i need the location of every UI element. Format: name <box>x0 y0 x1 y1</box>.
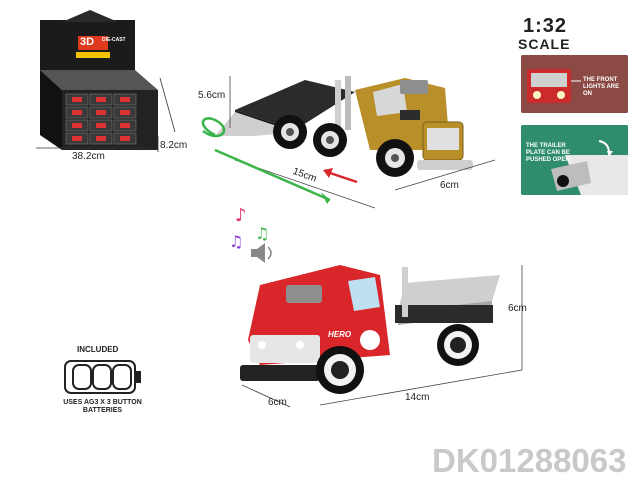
push-arrow-icon <box>607 151 613 157</box>
box-width-dimension: 38.2cm <box>72 151 105 162</box>
sku-code: DK01288063 <box>432 442 627 479</box>
red-truck-width-dimension: 6cm <box>268 397 287 408</box>
gold-truck-height-dimension: 5.6cm <box>198 90 226 101</box>
batteries-note: USES AG3 X 3 BUTTON BATTERIES <box>63 399 142 414</box>
red-direction-arrow-icon <box>323 168 358 184</box>
gold-truck-figure: 5.6cm 15cm 6cm <box>195 40 515 215</box>
red-truck-figure: HERO 6cm 14cm 6cm <box>230 245 535 415</box>
svg-text:♫: ♫ <box>229 232 243 251</box>
red-truck-height-dimension: 6cm <box>508 303 527 314</box>
scale-word: SCALE <box>518 36 571 52</box>
sound-icons: ♪ ♫ ♫ <box>229 205 272 263</box>
trailer-plate-callout: THE TRAILER PLATE CAN BE PUSHED OPEN <box>521 125 628 195</box>
motion-arrow-icon <box>201 117 331 204</box>
gold-truck-width-dimension: 6cm <box>440 180 459 191</box>
red-truck-illustration <box>240 265 523 408</box>
red-truck-wheels <box>316 324 479 394</box>
svg-text:♪: ♪ <box>235 205 247 226</box>
display-box-figure: 3D DIE-CAST 38.2cm 38.5cm 8.2cm <box>0 0 190 170</box>
box-brand-label: 3D <box>80 36 95 48</box>
gold-truck-wheels <box>273 115 414 177</box>
trailer-plate-text: THE TRAILER PLATE CAN BE PUSHED OPEN <box>526 143 570 163</box>
display-box-illustration <box>36 10 176 152</box>
box-height-dimension: 8.2cm <box>160 140 188 151</box>
red-truck-badge: HERO <box>328 330 352 339</box>
trailer-plate-illustration <box>521 125 628 195</box>
battery-icon <box>64 360 141 394</box>
music-note-icon: ♪ ♫ ♫ <box>229 205 269 251</box>
batteries-title: INCLUDED <box>77 345 119 354</box>
svg-text:♫: ♫ <box>255 224 269 243</box>
front-lights-text: THE FRONT LIGHTS ARE ON <box>583 77 620 97</box>
batteries-included-panel: INCLUDED USES AG3 X 3 BUTTON BATTERIES <box>55 345 155 425</box>
sound-speaker-icon <box>251 243 272 263</box>
box-tag-label: DIE-CAST <box>102 37 126 43</box>
front-lights-illustration <box>521 55 628 113</box>
gold-truck-illustration <box>201 76 496 209</box>
red-truck-length-dimension: 14cm <box>405 392 430 403</box>
scale-ratio: 1:32 <box>523 15 568 37</box>
front-lights-callout: THE FRONT LIGHTS ARE ON <box>521 55 628 113</box>
